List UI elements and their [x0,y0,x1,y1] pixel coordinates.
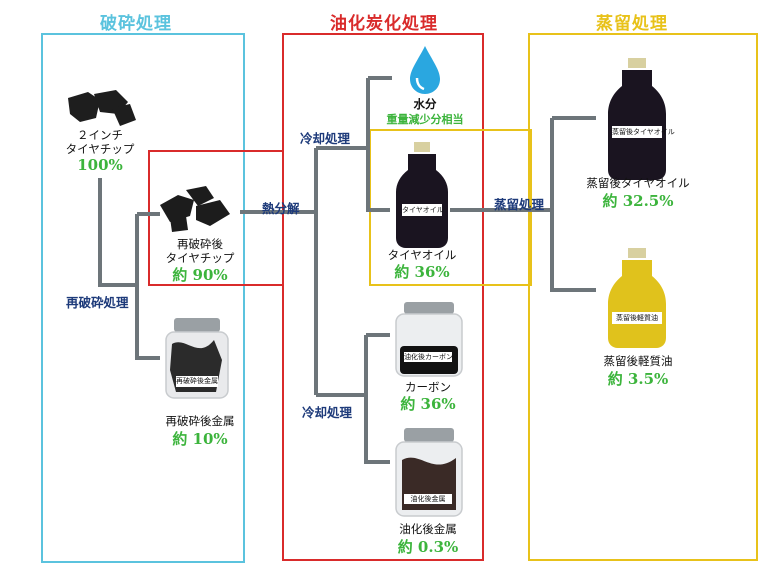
distoil-label: 蒸留後タイヤオイル [586,176,690,190]
carbon-label: カーボン [405,380,451,394]
distillation-title: 蒸留処理 [596,14,668,34]
carbonization-section-frame [282,33,484,561]
distill-process-label: 蒸留処理 [494,197,545,212]
cooling-top-process-label: 冷却処理 [300,131,351,146]
rechip-label-line2: タイヤチップ [165,251,235,265]
water-drop-icon [410,46,440,94]
distoil-bottle-label: 蒸留後タイヤオイル [612,128,675,136]
connector-lines [98,76,596,464]
swing-top-bottle-icon [608,58,666,180]
water-note: 重量減少分相当 [386,113,464,126]
remetal-label: 再破砕後金属 [165,414,235,428]
swing-top-bottle-icon [396,142,448,248]
rechip-label-line1: 再破砕後 [177,237,223,251]
carbon-percent: 約 36% [400,395,456,413]
distillation-section-frame [528,33,758,561]
cooling-bottom-process-label: 冷却処理 [302,405,353,420]
carbonization-title: 油化炭化処理 [330,14,438,34]
oilmetal-percent: 約 0.3% [397,538,459,556]
glass-jar-icon [165,318,229,399]
tireoil-percent: 約 36% [394,263,450,281]
tireoil-bottle-label: タイヤオイル [402,206,444,214]
lightoil-bottle-label: 蒸留後軽質油 [616,314,658,322]
swing-top-bottle-icon [608,248,666,348]
pyrolysis-process-label: 熱分解 [262,201,300,216]
chip2inch-percent: 100% [77,156,123,174]
lightoil-percent: 約 3.5% [607,370,669,388]
tire-chip-icon [68,90,136,126]
tireoil-label: タイヤオイル [387,248,457,262]
distoil-percent: 約 32.5% [602,192,674,210]
carbon-jar-label: 油化後カーボン [404,353,453,361]
glass-jar-icon [395,302,463,377]
remetal-jar-label: 再破砕後金属 [176,377,218,385]
remetal-percent: 約 10% [172,430,228,448]
crushing-section-frame [41,33,245,563]
lightoil-label: 蒸留後軽質油 [603,354,673,368]
rechip-highlight-frame [148,150,284,286]
oilmetal-jar-label: 油化後金属 [410,495,446,503]
glass-jar-icon [395,428,463,517]
water-label: 水分 [413,97,437,111]
recrush-process-label: 再破砕処理 [66,295,129,310]
chip2inch-label-line2: タイヤチップ [65,142,135,156]
oilmetal-label: 油化後金属 [399,522,457,536]
tire-chip-icon [160,186,230,232]
rechip-percent: 約 90% [172,266,228,284]
chip2inch-label-line1: ２インチ [77,128,123,142]
crushing-title: 破砕処理 [100,14,172,34]
